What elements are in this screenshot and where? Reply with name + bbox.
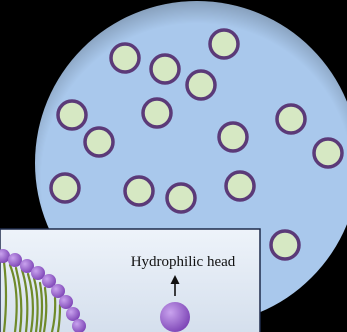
lipid-head	[8, 253, 22, 267]
hydrophilic-head-label: Hydrophilic head	[131, 254, 236, 270]
inset-background	[0, 229, 260, 332]
particle	[151, 55, 179, 83]
particle	[219, 123, 247, 151]
particle	[271, 231, 299, 259]
particle	[314, 139, 342, 167]
particle	[85, 128, 113, 156]
particle	[210, 30, 238, 58]
particle	[226, 172, 254, 200]
particle	[58, 101, 86, 129]
particle	[51, 174, 79, 202]
hydrophilic-head	[160, 302, 190, 332]
particle	[111, 44, 139, 72]
particle	[125, 177, 153, 205]
inset-panel: Hydrophilic head	[0, 229, 260, 332]
particle	[277, 105, 305, 133]
particle	[187, 71, 215, 99]
lipid-head	[66, 307, 80, 321]
particle	[167, 184, 195, 212]
particle	[143, 99, 171, 127]
lipid-head	[59, 295, 73, 309]
